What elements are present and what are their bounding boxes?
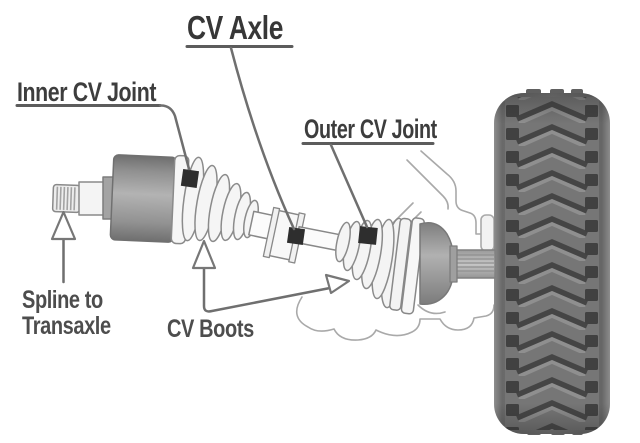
inner-cv-joint-label: Inner CV Joint [17, 77, 157, 107]
boots-arrow-stems [202, 265, 332, 313]
inner-joint-marker [180, 168, 200, 189]
stub-axle [449, 245, 496, 283]
inner-cv-boot [181, 156, 259, 243]
outer-joint-leader-line [329, 143, 369, 229]
outer-cv-boot [335, 217, 406, 309]
spline-arrowhead [50, 210, 77, 241]
inner-joint-leader-line [158, 104, 191, 171]
boots-right-arrowhead [324, 273, 351, 295]
outer-joint-marker [358, 226, 378, 245]
tire-shading [494, 93, 610, 434]
outer-cv-joint-housing [419, 222, 455, 306]
outer-boot-clamp-bands [389, 217, 425, 315]
cv-axle-leader-line [229, 46, 296, 231]
spline-label-line2: Transaxle [22, 312, 111, 341]
outer-cv-joint-label: Outer CV Joint [304, 114, 437, 144]
axle-shaft-marker [286, 226, 306, 246]
shaft-step [78, 181, 105, 216]
spline-label-line1: Spline to [22, 286, 103, 314]
cv-boots-label: CV Boots [167, 315, 254, 343]
boots-up-arrowhead [191, 239, 217, 270]
spline-shaft [51, 183, 82, 214]
inner-cv-joint-housing [109, 154, 190, 245]
diagram-title: CV Axle [187, 9, 283, 46]
tire [494, 89, 610, 435]
